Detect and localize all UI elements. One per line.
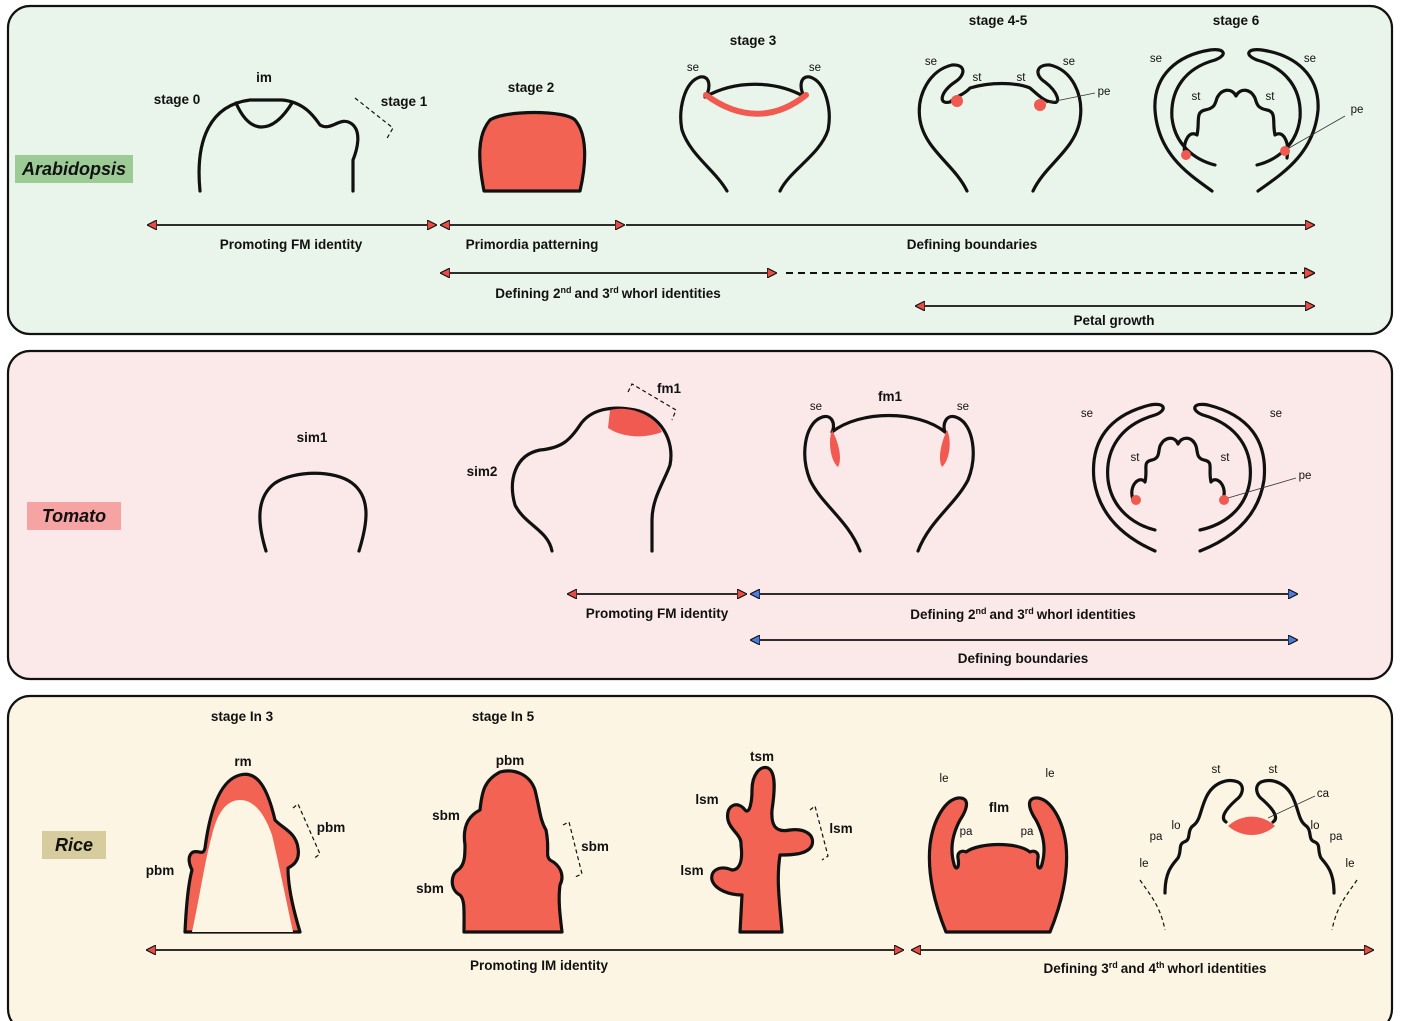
label-stage-4-5: stage 4-5 (969, 13, 1028, 28)
label-stage-in-3: stage In 3 (211, 709, 274, 724)
label-stage-0: stage 0 (154, 92, 201, 107)
label-lsm: lsm (695, 792, 718, 807)
petal-primordium-dot (951, 95, 963, 107)
label-organ-st: st (1131, 452, 1141, 464)
panel-arabidopsis: Arabidopsis stage 0 im stage 1 stage 2 s… (8, 6, 1392, 334)
process-defining-boundaries: Defining boundaries (907, 237, 1038, 252)
label-lsm: lsm (680, 863, 703, 878)
process-promoting-fm-identity: Promoting FM identity (220, 237, 363, 252)
label-organ-pa: pa (1021, 826, 1034, 838)
label-organ-st: st (1017, 72, 1027, 84)
label-pbm: pbm (146, 863, 175, 878)
diagram-stage-2 (480, 113, 585, 192)
species-label-arabidopsis: Arabidopsis (21, 159, 126, 179)
label-organ-se: se (957, 401, 969, 413)
label-organ-pe: pe (1098, 86, 1111, 98)
label-organ-st: st (1212, 764, 1222, 776)
label-organ-le: le (1046, 768, 1055, 780)
label-organ-se: se (925, 56, 937, 68)
label-organ-st: st (1266, 91, 1276, 103)
label-lsm: lsm (829, 821, 852, 836)
species-label-rice: Rice (55, 835, 93, 855)
label-organ-st: st (1269, 764, 1279, 776)
label-sbm: sbm (416, 881, 444, 896)
label-organ-st: st (973, 72, 983, 84)
label-stage-2: stage 2 (508, 80, 555, 95)
label-stage-6: stage 6 (1213, 13, 1260, 28)
label-organ-st: st (1221, 452, 1231, 464)
label-sbm: sbm (581, 839, 609, 854)
label-organ-le: le (940, 773, 949, 785)
petal-primordium-dot (1280, 146, 1290, 156)
label-organ-le: le (1140, 858, 1149, 870)
label-organ-se: se (1150, 53, 1162, 65)
label-organ-le: le (1346, 858, 1355, 870)
petal-primordium-dot (1181, 150, 1191, 160)
label-organ-lo: lo (1311, 820, 1320, 832)
label-organ-pe: pe (1299, 470, 1312, 482)
petal-primordium-dot (1219, 495, 1229, 505)
label-organ-se: se (809, 62, 821, 74)
label-flm: flm (989, 800, 1009, 815)
label-organ-pe: pe (1351, 104, 1364, 116)
panel-tomato-bg (8, 351, 1392, 679)
label-organ-pa: pa (1150, 831, 1163, 843)
process-promoting-im-identity: Promoting IM identity (470, 958, 608, 973)
species-label-tomato: Tomato (42, 506, 106, 526)
petal-primordium-dot (1131, 495, 1141, 505)
label-organ-ca: ca (1317, 788, 1330, 800)
label-sim1: sim1 (297, 430, 328, 445)
label-organ-se: se (687, 62, 699, 74)
petal-primordium-dot (1034, 99, 1046, 111)
label-tsm: tsm (750, 749, 774, 764)
process-promoting-fm-identity: Promoting FM identity (586, 606, 729, 621)
label-sim2: sim2 (467, 464, 498, 479)
process-primordia-patterning: Primordia patterning (466, 237, 599, 252)
panel-rice: Rice stage In 3 rm pbm pbm stage In 5 pb… (8, 696, 1392, 1021)
label-stage-3: stage 3 (730, 33, 777, 48)
process-petal-growth: Petal growth (1073, 313, 1154, 328)
label-organ-lo: lo (1172, 820, 1181, 832)
label-organ-se: se (1304, 53, 1316, 65)
label-im: im (256, 70, 272, 85)
process-defining-boundaries: Defining boundaries (958, 651, 1089, 666)
label-organ-se: se (1063, 56, 1075, 68)
label-organ-se: se (810, 401, 822, 413)
label-stage-in-5: stage In 5 (472, 709, 535, 724)
label-rm: rm (234, 754, 251, 769)
label-fm1: fm1 (878, 389, 902, 404)
label-sbm: sbm (432, 808, 460, 823)
label-pbm: pbm (317, 820, 346, 835)
label-organ-st: st (1192, 91, 1202, 103)
label-organ-se: se (1081, 408, 1093, 420)
label-organ-pa: pa (1330, 831, 1343, 843)
label-pbm: pbm (496, 753, 525, 768)
label-organ-pa: pa (960, 826, 973, 838)
panel-tomato: Tomato sim1 sim2 fm1 fm1 se se se se (8, 351, 1392, 679)
label-stage-1: stage 1 (381, 94, 428, 109)
label-organ-se: se (1270, 408, 1282, 420)
label-fm1: fm1 (657, 381, 681, 396)
